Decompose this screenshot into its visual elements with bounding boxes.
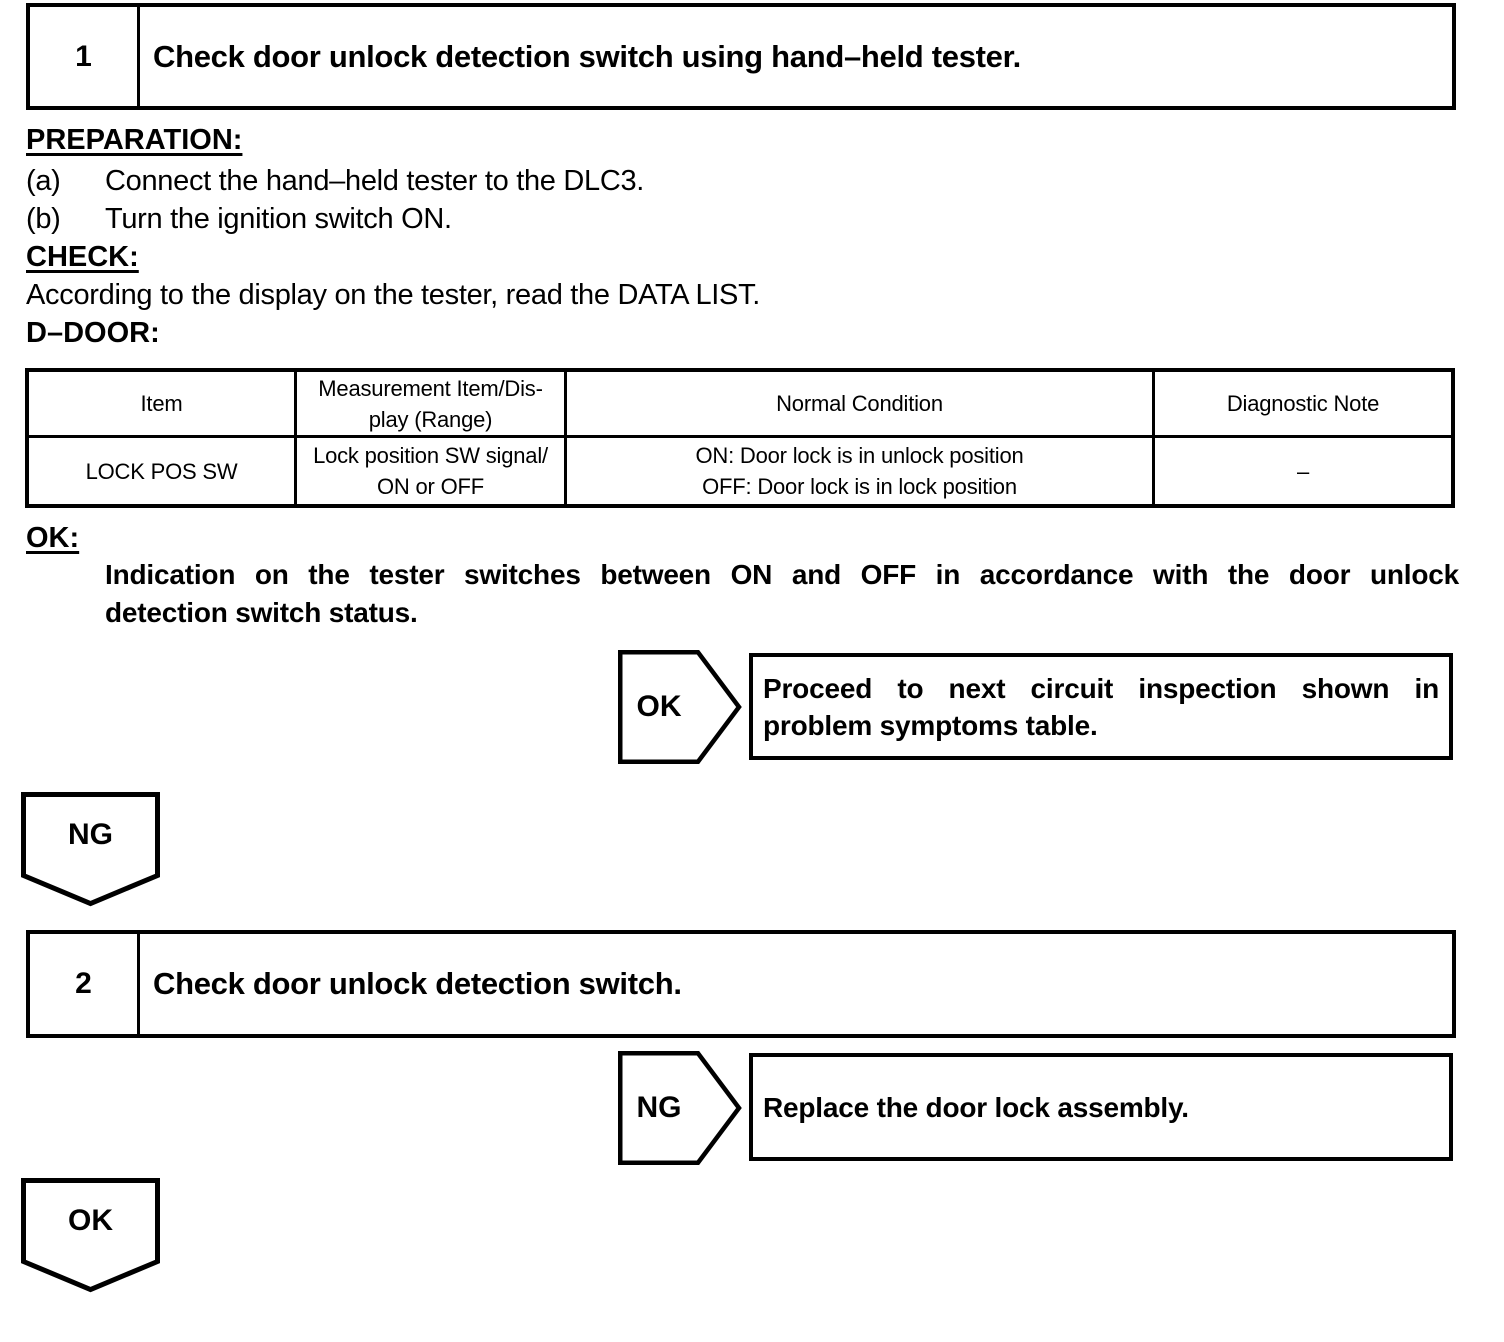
item-a-text: Connect the hand–held tester to the DLC3… [105,165,645,197]
ng-arrow-label: NG [636,1091,682,1124]
col-header-measurement: Measurement Item/Dis- play (Range) [297,372,567,438]
ok-arrow-label: OK [636,690,682,723]
ng-action-box: Replace the door lock assembly. [749,1053,1453,1161]
ng-arrow-right: NG [618,1051,742,1165]
col-header-normal-condition: Normal Condition [567,372,1155,438]
ok-heading: OK: [26,522,80,554]
step-1-box: 1 Check door unlock detection switch usi… [26,3,1456,110]
ok-action-box: Proceed to next circuit inspection shown… [749,653,1453,760]
step-1-title: Check door unlock detection switch using… [153,38,1021,74]
data-list-table: Item Measurement Item/Dis- play (Range) … [25,368,1455,508]
ok-note: Indication on the tester switches betwee… [105,556,1459,632]
item-b-label: (b) [26,203,61,235]
ng-action-text: Replace the door lock assembly. [763,1091,1189,1123]
preparation-heading: PREPARATION: [26,124,243,156]
item-b-text: Turn the ignition switch ON. [105,203,452,235]
cell-normal-condition: ON: Door lock is in unlock position OFF:… [567,438,1155,504]
ng-arrow-down-icon [21,792,160,907]
ok-arrow-right: OK [618,650,742,764]
step-2-box: 2 Check door unlock detection switch. [26,930,1456,1038]
ng-arrow-down-label: NG [68,817,113,851]
ng-arrow-right-icon [618,1051,742,1165]
ok-arrow-right-icon [618,650,742,764]
ddoor-heading: D–DOOR: [26,317,160,349]
col-header-diagnostic-note: Diagnostic Note [1155,372,1451,438]
col-header-item: Item [29,372,297,438]
cell-diagnostic-note: – [1296,458,1310,484]
step-1-number: 1 [30,7,140,106]
check-text: According to the display on the tester, … [26,279,761,311]
ok-arrow-down: OK [21,1178,160,1293]
cell-measurement: Lock position SW signal/ ON or OFF [297,438,567,504]
step-2-number: 2 [30,934,140,1034]
ok-arrow-down-label: OK [68,1203,113,1237]
ok-action-line-2: problem symptoms table. [763,709,1098,741]
cell-item: LOCK POS SW [29,438,297,504]
item-a-label: (a) [26,165,61,197]
ok-note-line-2: detection switch status. [105,597,418,628]
preparation-item-a: (a) Connect the hand–held tester to the D… [26,165,644,197]
ok-arrow-down-icon [21,1178,160,1293]
step-2-title: Check door unlock detection switch. [153,966,682,1001]
ng-arrow-down: NG [21,792,160,907]
check-heading: CHECK: [26,241,139,273]
ok-note-line-1: Indication on the tester switches betwee… [105,559,1459,590]
preparation-item-b: (b) Turn the ignition switch ON. [26,203,452,235]
ok-action-line-1: Proceed to next circuit inspection shown… [763,672,1439,704]
